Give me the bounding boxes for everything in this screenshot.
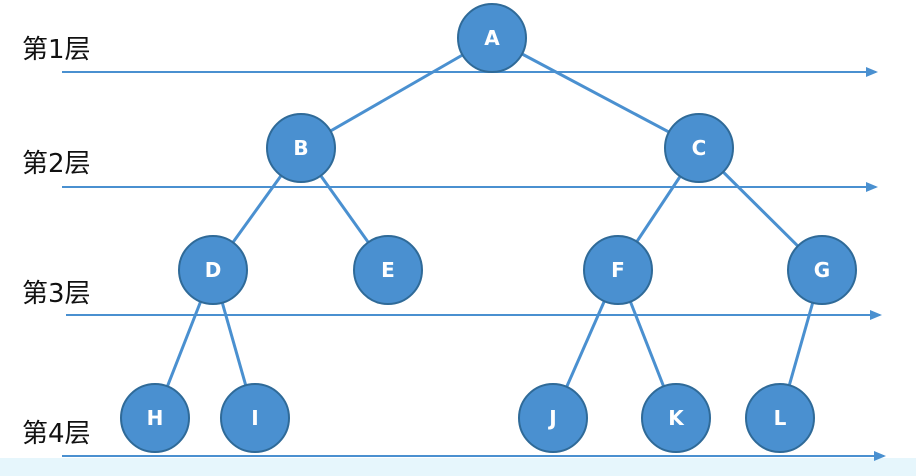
tree-node-B: B [266,113,336,183]
node-circle-H [120,383,190,453]
level-label-3: 第3层 [22,279,91,309]
level-label-1: 第1层 [22,35,91,65]
level-labels: 第1层 第2层 第3层 第4层 [22,35,91,449]
level-arrows [62,67,886,461]
node-label-D: D [205,258,222,282]
node-circle-C [664,113,734,183]
node-circle-E [353,235,423,305]
node-circle-G [787,235,857,305]
tree-node-C: C [664,113,734,183]
tree-node-F: F [583,235,653,305]
tree-node-E: E [353,235,423,305]
node-label-J: J [547,406,556,430]
node-circle-B [266,113,336,183]
tree-node-K: K [641,383,711,453]
node-label-K: K [668,406,685,430]
tree-nodes: A B C D E F G H I J K L [120,3,857,453]
tree-node-H: H [120,383,190,453]
node-label-F: F [611,258,625,282]
node-circle-L [745,383,815,453]
level-label-4: 第4层 [22,419,91,449]
tree-edges [153,36,824,419]
node-label-G: G [814,258,830,282]
level-label-2: 第2层 [22,149,91,179]
node-circle-A [457,3,527,73]
node-circle-I [220,383,290,453]
node-circle-D [178,235,248,305]
tree-node-I: I [220,383,290,453]
edge-A-B [300,36,493,150]
tree-node-A: A [457,3,527,73]
node-label-L: L [774,406,787,430]
node-label-B: B [293,136,308,160]
node-label-A: A [484,26,500,50]
node-label-E: E [381,258,395,282]
tree-node-J: J [518,383,588,453]
node-label-I: I [251,406,258,430]
node-circle-J [518,383,588,453]
node-circle-K [641,383,711,453]
node-label-C: C [692,136,707,160]
tree-node-D: D [178,235,248,305]
tree-node-L: L [745,383,815,453]
tree-node-G: G [787,235,857,305]
edge-A-C [491,36,700,150]
bottom-strip [0,458,916,476]
node-label-H: H [147,406,164,430]
node-circle-F [583,235,653,305]
